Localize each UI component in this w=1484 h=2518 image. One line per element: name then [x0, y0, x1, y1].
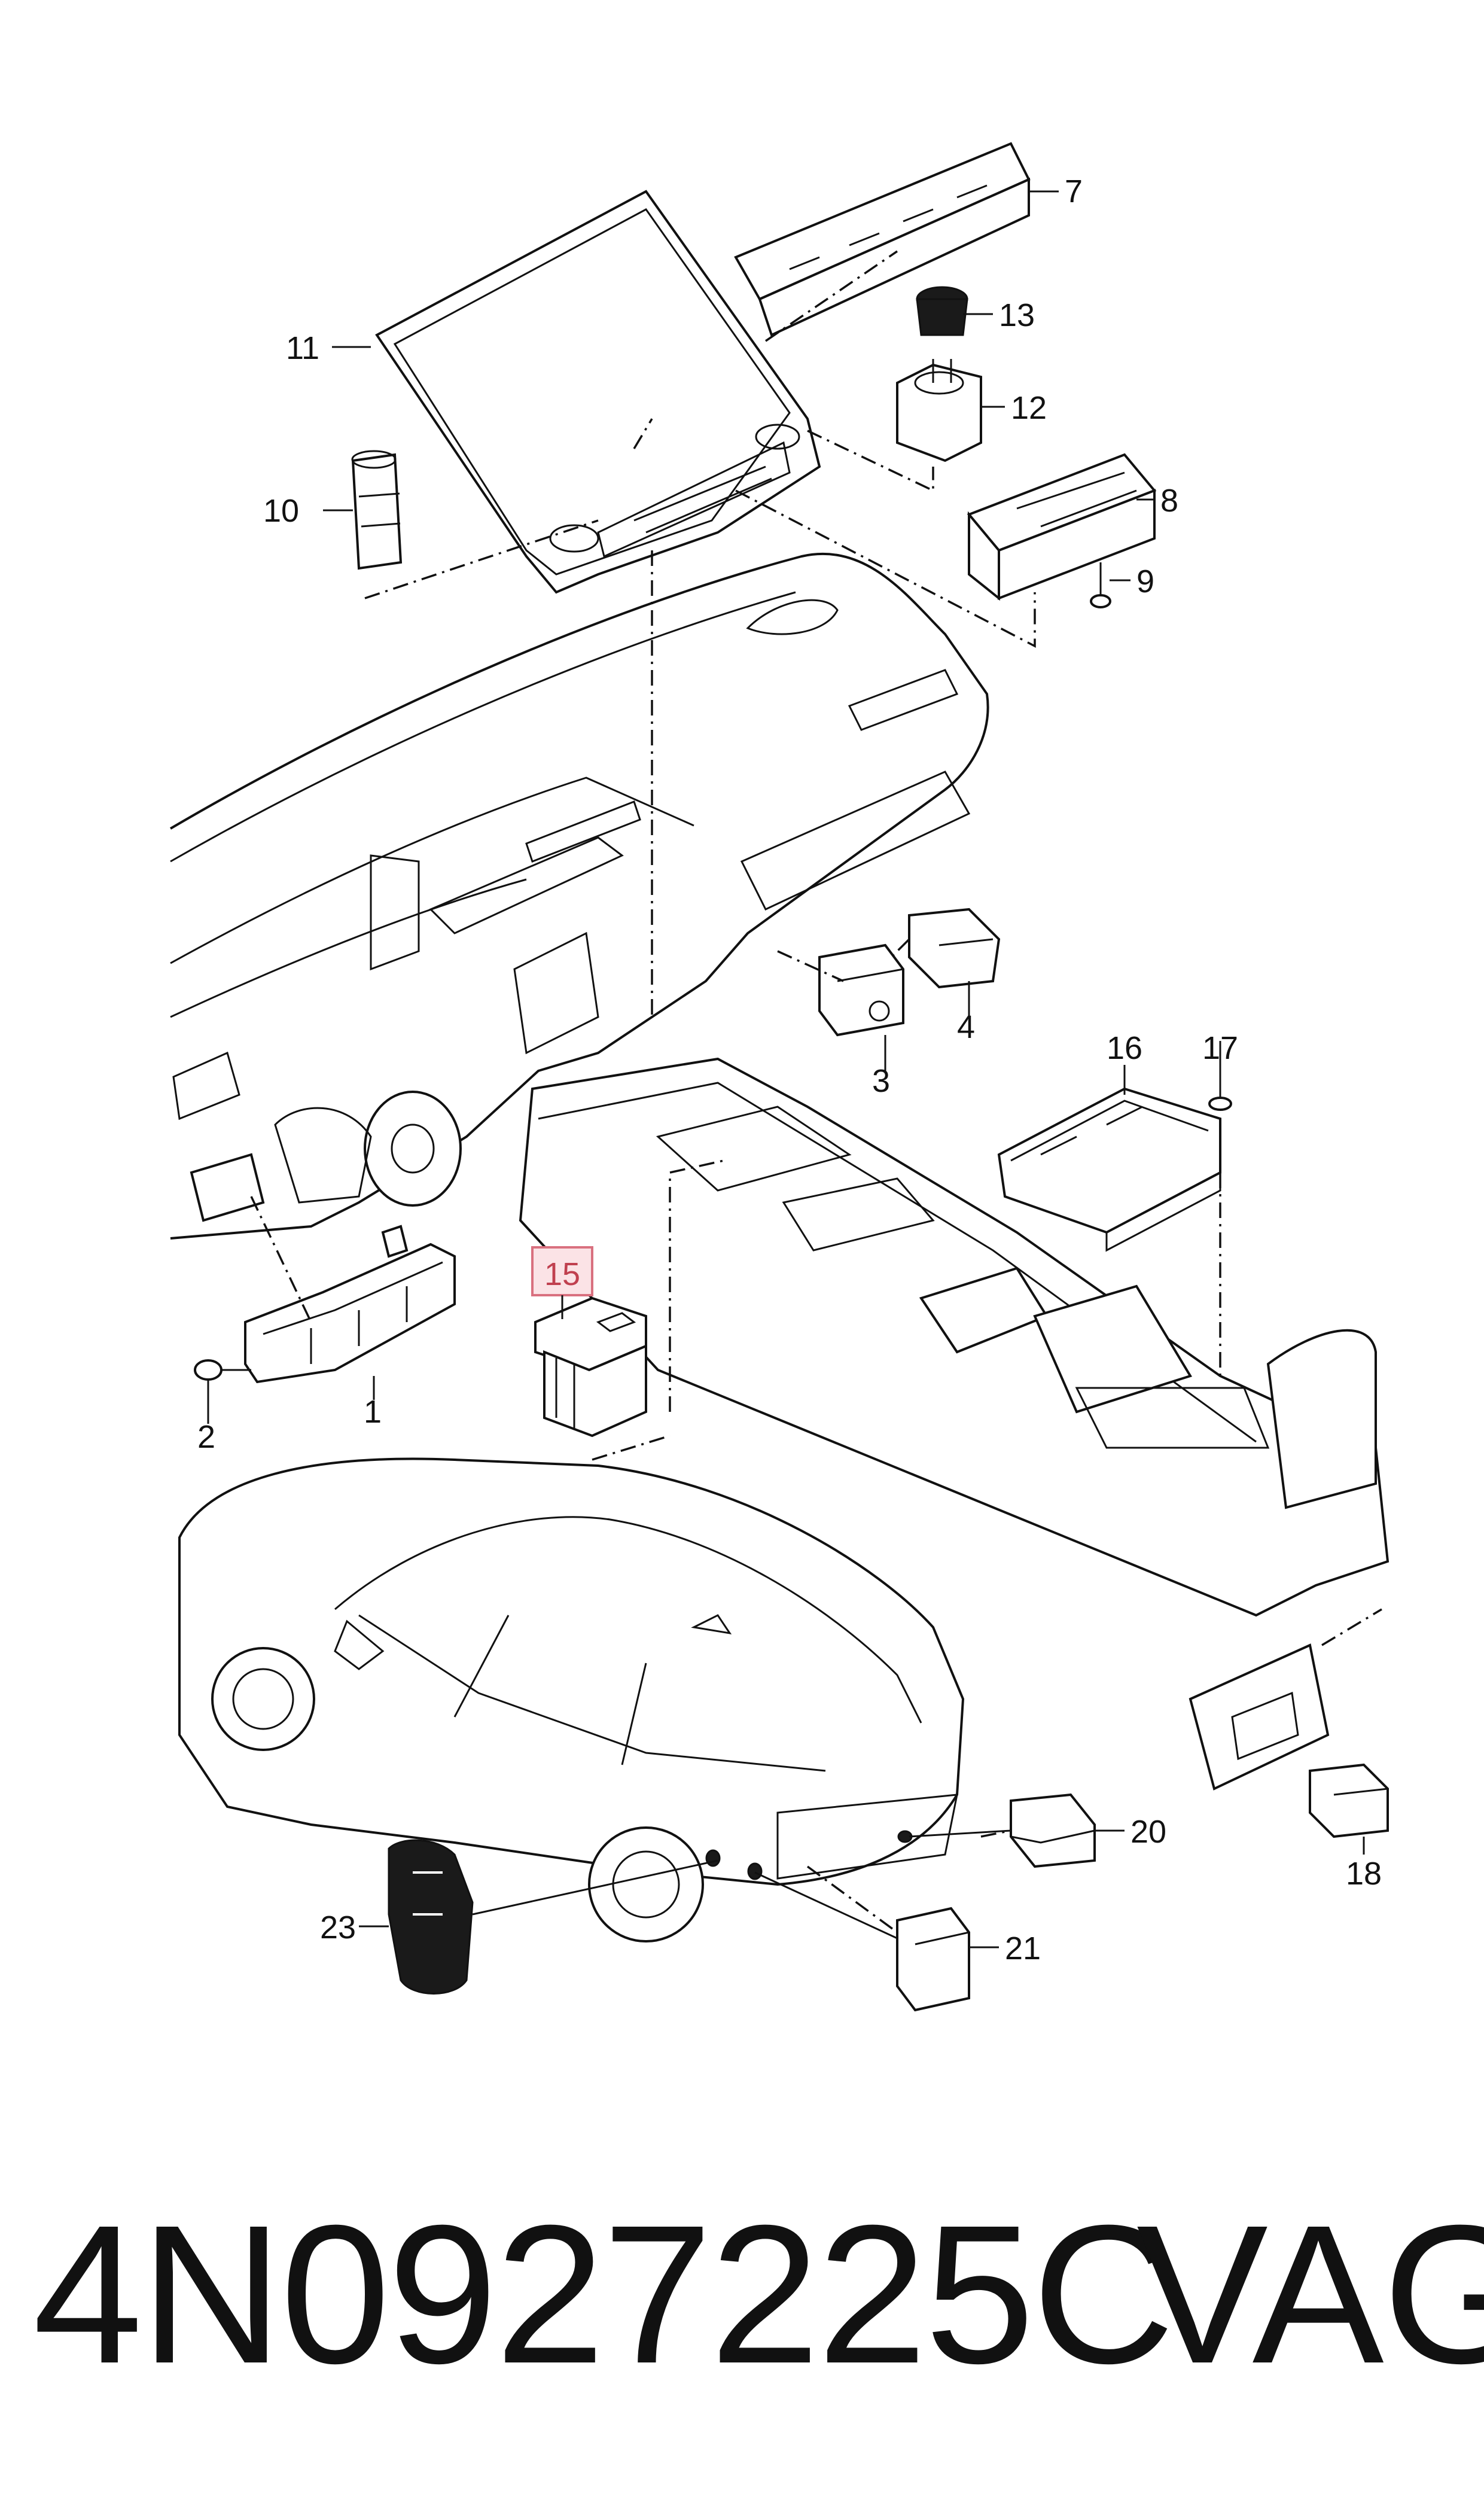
callout-13: 13 [999, 297, 1035, 333]
callout-labels: 7 13 12 8 9 10 11 3 4 16 17 1 2 15 18 20… [197, 173, 1382, 1966]
part-21-switch [896, 1907, 970, 2012]
part-10-start-button [351, 450, 403, 570]
part-13-knob-cap [916, 286, 968, 336]
callout-4: 4 [957, 1009, 975, 1045]
rear-sensor-right [747, 1862, 763, 1880]
callout-20: 20 [1130, 1814, 1166, 1850]
vent-left [190, 1153, 265, 1222]
part-number-caption: 4N0927225C [33, 2184, 1175, 2404]
part-1-light-switch [244, 1225, 456, 1384]
front-wheel [211, 1647, 315, 1751]
callout-7: 7 [1065, 173, 1083, 209]
rear-sensor-left [705, 1849, 721, 1867]
callout-ticks [207, 190, 1365, 1948]
callout-10: 10 [263, 493, 299, 529]
callout-16: 16 [1107, 1030, 1142, 1066]
callout-9: 9 [1136, 564, 1154, 599]
callout-3: 3 [872, 1063, 890, 1099]
part-2-screw [194, 1359, 251, 1381]
callout-2: 2 [197, 1419, 215, 1455]
callout-15: 15 [544, 1256, 580, 1292]
armrest [1266, 1329, 1377, 1509]
console-vent [919, 1266, 1049, 1354]
part-4-switch [908, 908, 1001, 989]
callout-1: 1 [364, 1394, 382, 1430]
leader-lines [250, 250, 1382, 1934]
part-15-switch [534, 1296, 647, 1438]
callout-12: 12 [1011, 390, 1047, 426]
part-9-screw [1090, 562, 1111, 608]
part-20-button [1010, 1793, 1096, 1868]
part-16-seat-switch-panel [997, 1087, 1221, 1252]
dashboard-outline [169, 552, 989, 1240]
part-17-screw [1208, 1065, 1232, 1111]
callout-18: 18 [1346, 1856, 1382, 1892]
callout-11: 11 [286, 330, 319, 366]
part-18-switch [1309, 1763, 1389, 1838]
rear-bezel [1189, 1643, 1330, 1791]
part-7-switch-panel [734, 142, 1031, 337]
part-23-key-fob [388, 1839, 474, 1995]
part-8-switch-unit [967, 453, 1157, 601]
car-silhouette [178, 1457, 965, 1942]
part-11-frame [375, 190, 821, 594]
steering-wheel [364, 1091, 462, 1207]
part-3-switch [818, 943, 904, 1037]
callout-17: 17 [1202, 1030, 1238, 1066]
callout-23: 23 [320, 1910, 356, 1945]
center-console [519, 1057, 1389, 1617]
brand-caption: VAG [1136, 2184, 1484, 2404]
callout-8: 8 [1160, 483, 1178, 519]
rear-wheel [588, 1826, 704, 1942]
part-12-rotary-knob [896, 359, 982, 462]
callout-21: 21 [1005, 1931, 1041, 1966]
